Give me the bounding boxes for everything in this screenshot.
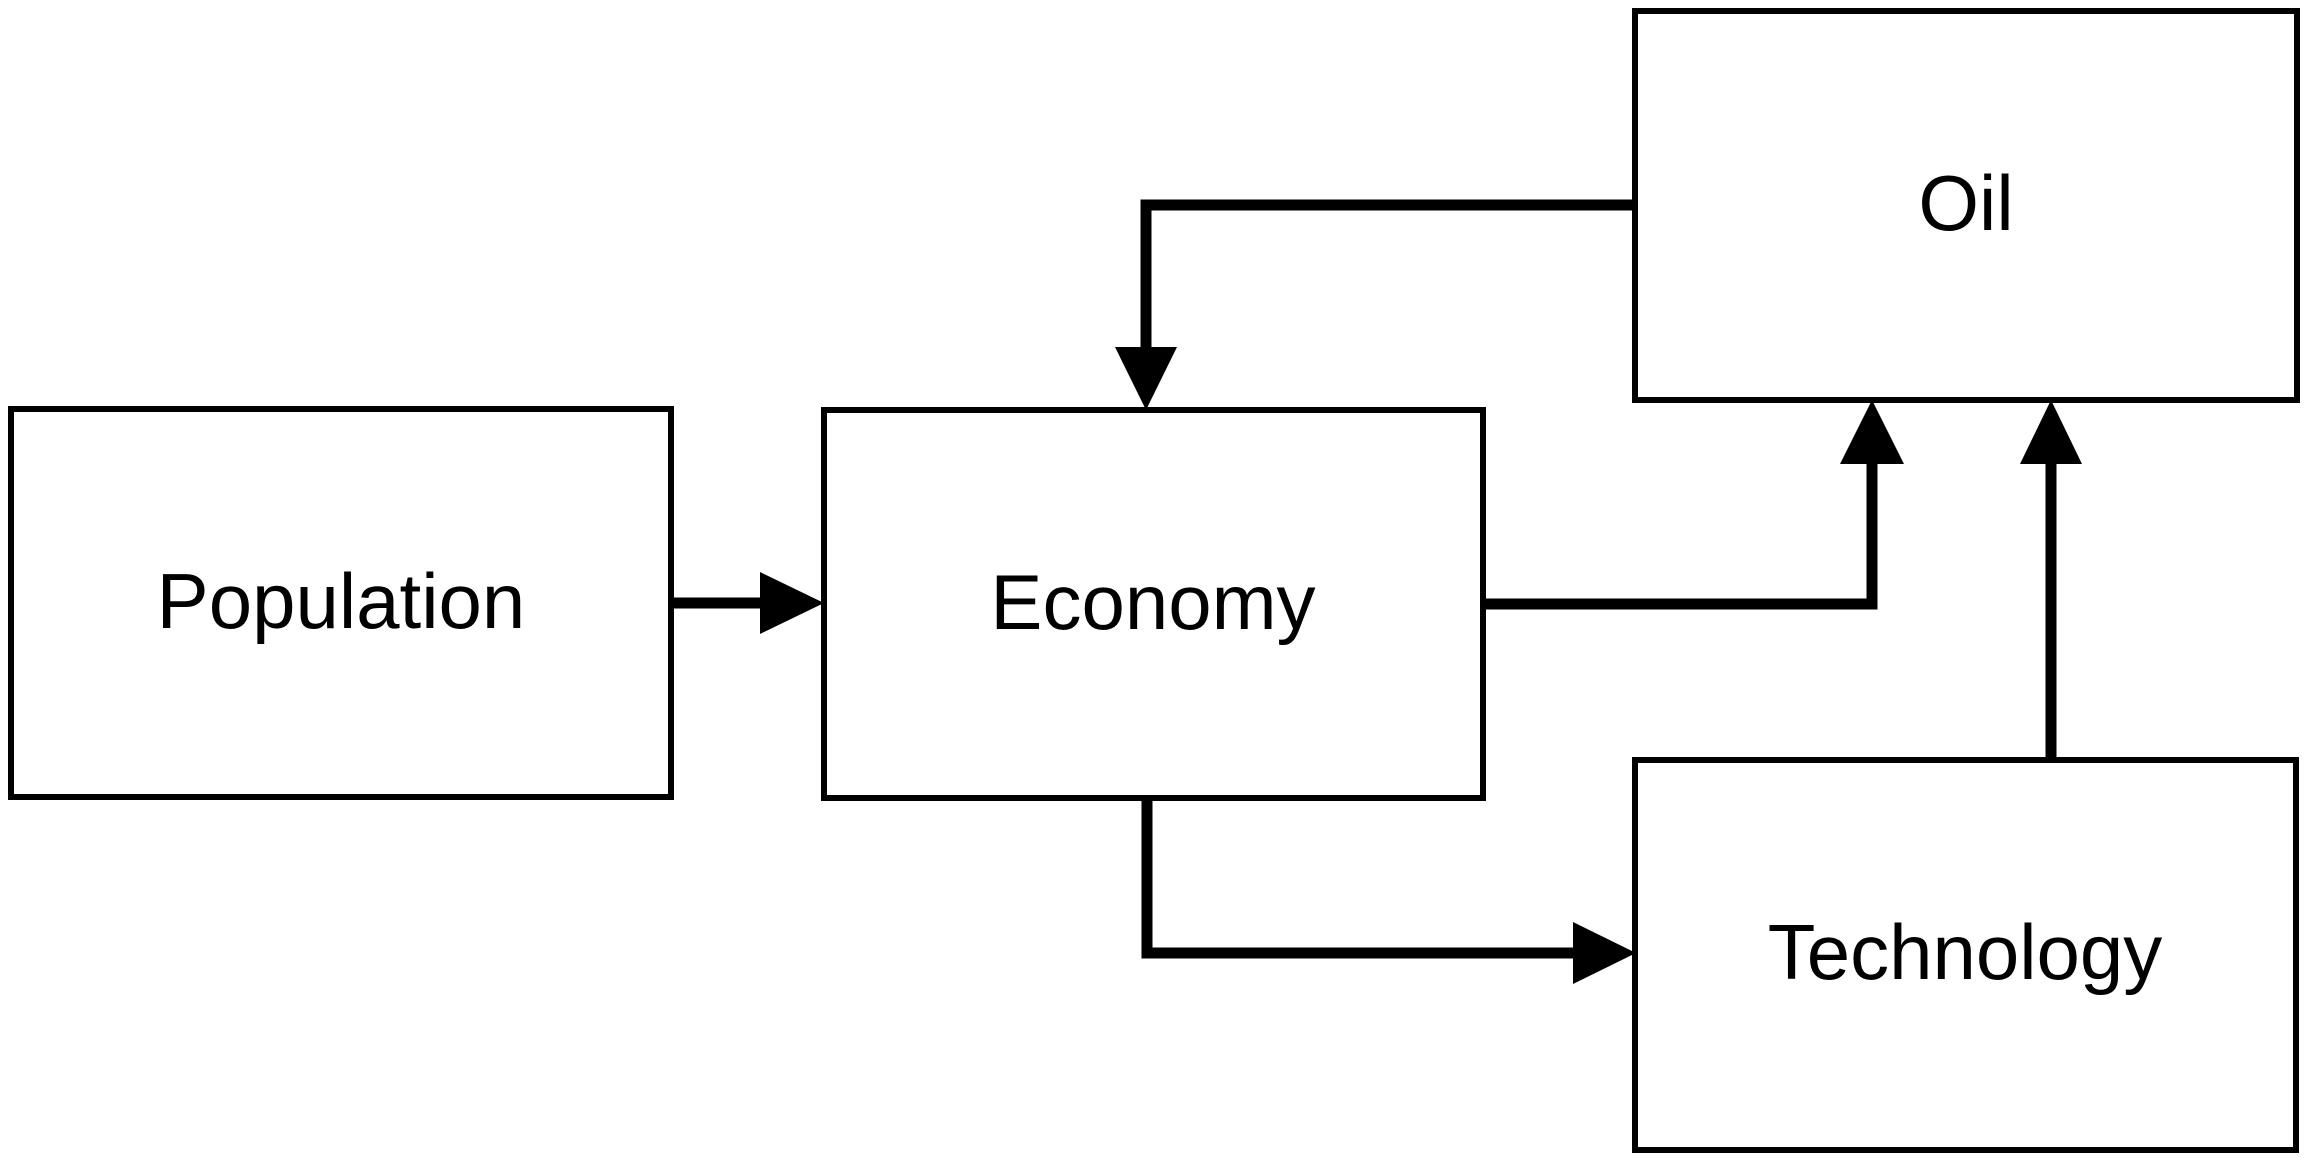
node-population[interactable]: Population xyxy=(8,406,674,800)
node-label-economy: Economy xyxy=(990,558,1315,646)
node-label-population: Population xyxy=(157,557,526,645)
edge-line-economy-to-oil xyxy=(1483,464,1878,610)
edge-economy-to-technology[interactable] xyxy=(1141,798,1636,984)
edge-line-economy-to-technology xyxy=(1141,798,1573,959)
node-economy[interactable]: Economy xyxy=(821,407,1486,801)
node-layer: Population Economy Oil Technology xyxy=(8,8,2300,1153)
edge-layer xyxy=(671,199,2082,984)
node-box-technology[interactable] xyxy=(1632,757,2299,1153)
edge-technology-to-oil[interactable] xyxy=(2020,400,2082,760)
node-label-technology: Technology xyxy=(1768,908,2163,996)
node-box-population[interactable] xyxy=(8,406,674,800)
node-oil[interactable]: Oil xyxy=(1632,8,2300,403)
edge-population-to-economy[interactable] xyxy=(671,572,824,634)
node-label-oil: Oil xyxy=(1918,159,2013,247)
node-box-economy[interactable] xyxy=(821,407,1486,801)
node-technology[interactable]: Technology xyxy=(1632,757,2299,1153)
arrowhead-up-icon xyxy=(1840,400,1904,464)
arrowhead-down-icon xyxy=(1115,347,1177,410)
node-box-oil[interactable] xyxy=(1632,8,2300,403)
arrowhead-right-icon xyxy=(1573,922,1636,984)
edge-oil-to-economy[interactable] xyxy=(1115,199,1635,410)
arrowhead-up-icon xyxy=(2020,400,2082,464)
arrowhead-right-icon xyxy=(760,572,824,634)
edge-economy-to-oil[interactable] xyxy=(1483,400,1904,610)
edge-line-oil-to-economy xyxy=(1140,199,1635,347)
